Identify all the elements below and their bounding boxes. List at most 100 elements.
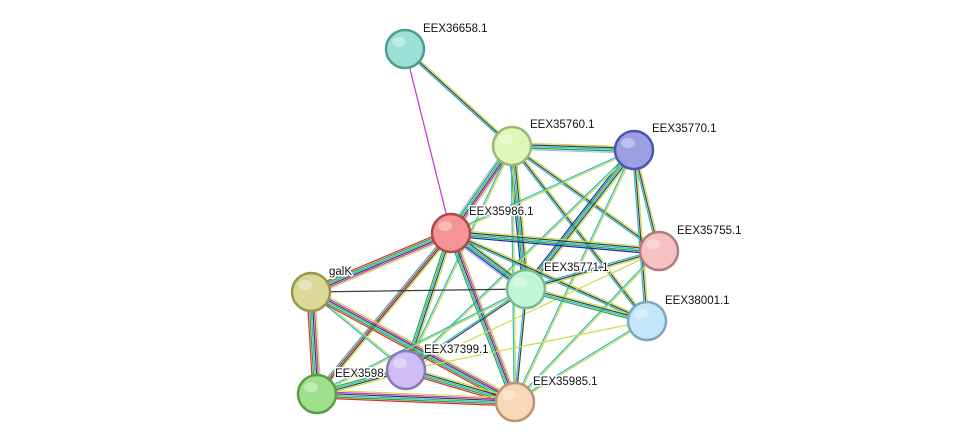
node-circle[interactable] xyxy=(296,373,338,415)
node-circle[interactable] xyxy=(491,125,533,167)
edge-strand-neighborhood xyxy=(511,146,635,153)
edge-strand-database xyxy=(631,149,647,322)
edge-strand-database xyxy=(510,146,659,253)
edge-strand-coexpression xyxy=(310,233,452,294)
edge-strand-homology xyxy=(511,148,635,154)
edge-strand-coexpression xyxy=(526,150,636,291)
node-circle[interactable] xyxy=(638,230,680,272)
edge-strand-textmining xyxy=(406,145,514,371)
edge-strand-coexpression xyxy=(525,287,648,321)
edge-strand-neighborhood xyxy=(309,230,451,291)
edge-strand-textmining xyxy=(405,320,648,371)
edge-strand-textmining xyxy=(451,230,649,321)
edge-eex35770-1-eex37399-1 xyxy=(404,148,636,372)
edge-strand-database xyxy=(314,230,450,394)
edge-strand-experiments xyxy=(404,48,452,234)
edge-strand-database xyxy=(316,394,516,404)
edge-eex35755-1-eex35985-1 xyxy=(513,249,661,404)
edge-strand-coexpression xyxy=(317,232,453,396)
edge-eex35986-1-eex38001-1 xyxy=(449,230,649,324)
node-highlight xyxy=(646,239,660,249)
edge-strand-textmining xyxy=(450,150,635,235)
node-circle[interactable] xyxy=(494,381,536,423)
node-label-eex3598: EEX3598 xyxy=(335,368,384,380)
node-eex35770-1[interactable] xyxy=(613,129,655,171)
node-label-eex35985-1: EEX35985.1 xyxy=(533,376,598,388)
edge-strand-database xyxy=(309,292,407,372)
node-highlight xyxy=(502,390,516,400)
edge-strand-neighborhood xyxy=(450,233,660,254)
edge-strand-database xyxy=(510,146,647,323)
edge-eex35755-1-eex35771-1 xyxy=(524,248,661,292)
edge-eex35755-1-eex37399-1 xyxy=(405,250,660,371)
edge-strand-database xyxy=(525,149,635,290)
node-eex35760-1[interactable] xyxy=(491,125,533,167)
edge-strand-textmining xyxy=(526,286,649,320)
node-eex38001-1[interactable] xyxy=(626,300,668,342)
edge-strand-fusion xyxy=(308,228,451,289)
node-eex3598[interactable] xyxy=(296,373,338,415)
edge-strand-textmining xyxy=(511,142,635,148)
node-circle[interactable] xyxy=(385,349,427,391)
edge-strand-coexpression xyxy=(511,143,635,150)
edge-strand-database xyxy=(511,145,635,151)
edge-strand-database xyxy=(404,148,635,371)
edge-eex38001-1-eex37399-1 xyxy=(405,320,648,371)
node-highlight xyxy=(298,280,312,290)
node-circle[interactable] xyxy=(290,271,332,313)
node-eex35771-1[interactable] xyxy=(505,268,547,310)
edge-eex35760-1-eex35770-1 xyxy=(511,142,635,154)
node-circle[interactable] xyxy=(384,28,426,70)
edge-strand-textmining xyxy=(405,149,636,372)
edge-strand-database xyxy=(513,319,648,402)
node-highlight xyxy=(513,277,527,287)
edge-strand-textmining xyxy=(450,229,660,249)
node-eex36658-1[interactable] xyxy=(384,28,426,70)
edge-strand-coexpression xyxy=(404,48,513,147)
edge-strand-experiments xyxy=(316,391,516,401)
edge-strand-database xyxy=(404,287,527,370)
node-galk[interactable] xyxy=(290,271,332,313)
edge-galk-eex35771-1 xyxy=(310,288,527,293)
node-eex35755-1[interactable] xyxy=(638,230,680,272)
node-circle[interactable] xyxy=(626,300,668,342)
edge-strand-fusion xyxy=(315,231,451,395)
edge-strand-fusion xyxy=(316,397,516,407)
node-circle[interactable] xyxy=(505,268,547,310)
edge-strand-database xyxy=(524,248,660,289)
node-highlight xyxy=(304,382,318,392)
edge-strand-coexpression xyxy=(310,288,527,293)
edge-strand-coexpression xyxy=(525,250,660,290)
edge-strand-textmining xyxy=(311,236,454,297)
edge-eex38001-1-eex35985-1 xyxy=(513,319,649,404)
edge-strand-database xyxy=(310,292,516,404)
edge-eex35771-1-eex3598 xyxy=(316,287,527,396)
edge-eex35771-1-eex37399-1 xyxy=(404,287,528,372)
node-highlight xyxy=(634,309,648,319)
node-circle[interactable] xyxy=(430,212,472,254)
node-highlight xyxy=(621,138,635,148)
edge-strand-textmining xyxy=(316,389,516,399)
edge-strand-database xyxy=(513,249,660,403)
node-circle[interactable] xyxy=(613,129,655,171)
edge-eex36658-1-eex35986-1 xyxy=(404,48,452,234)
node-highlight xyxy=(392,37,406,47)
edge-strand-database xyxy=(310,231,452,292)
edge-strand-neighborhood xyxy=(309,293,515,405)
edge-strand-textmining xyxy=(634,149,650,322)
node-eex35986-1[interactable] xyxy=(430,212,472,254)
node-eex37399-1[interactable] xyxy=(385,349,427,391)
edge-strand-neighborhood xyxy=(524,290,647,324)
node-eex35985-1[interactable] xyxy=(494,381,536,423)
edge-strand-textmining xyxy=(405,47,514,146)
node-highlight xyxy=(499,134,513,144)
edge-strand-database xyxy=(450,232,660,252)
edge-strand-textmining xyxy=(525,251,661,292)
edge-strand-textmining xyxy=(514,250,661,404)
edge-eex35771-1-eex38001-1 xyxy=(524,286,649,324)
node-highlight xyxy=(393,358,407,368)
edge-strand-neighborhood xyxy=(316,395,516,405)
edge-strand-coexpression xyxy=(316,392,516,402)
edge-strand-coexpression xyxy=(511,145,648,322)
